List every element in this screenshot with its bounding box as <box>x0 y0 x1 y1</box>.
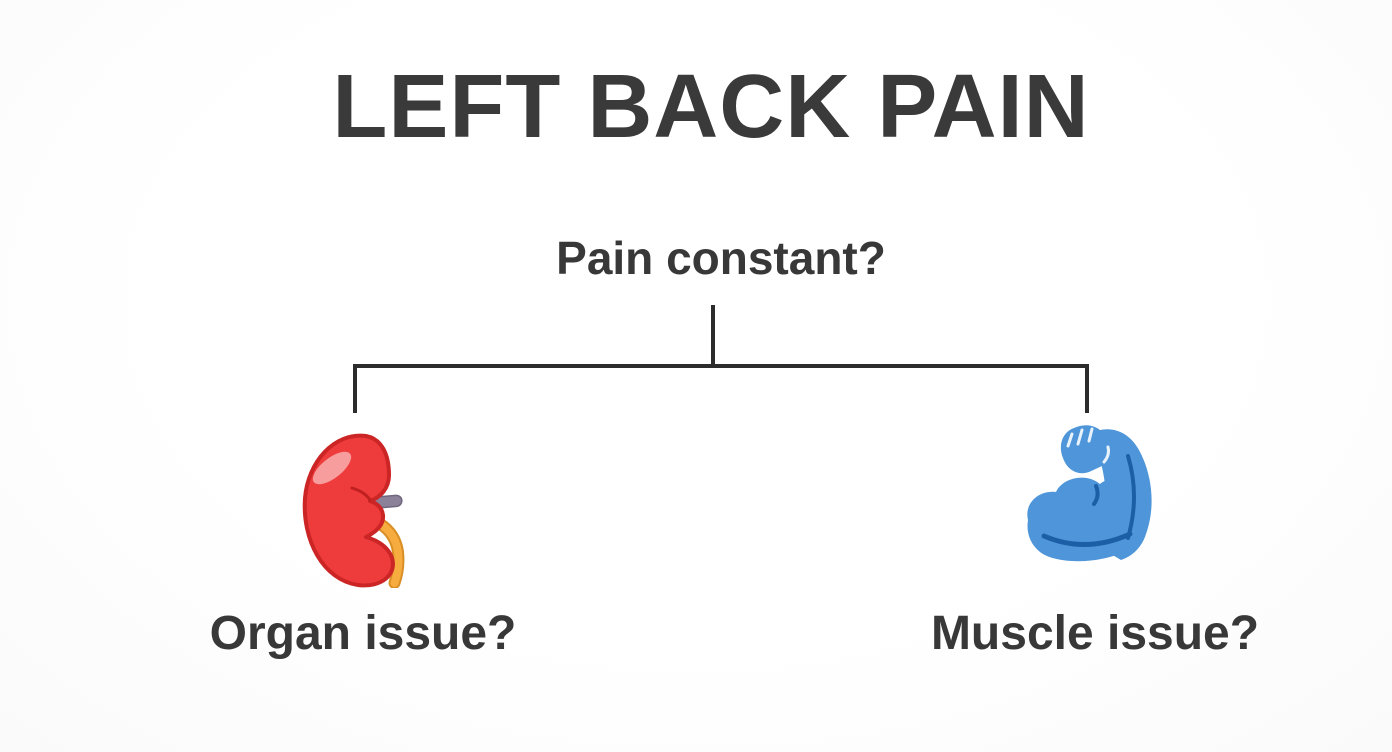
kidney-icon <box>302 433 405 588</box>
connector-crossbar-line <box>353 364 1089 368</box>
page-title: LEFT BACK PAIN <box>332 57 1090 157</box>
flexed-biceps-icon <box>1027 425 1152 562</box>
connector-left-drop-line <box>353 364 357 413</box>
decision-question: Pain constant? <box>556 232 886 284</box>
branch-label-muscle: Muscle issue? <box>930 607 1260 660</box>
connector-stem-line <box>711 305 715 366</box>
connector-right-drop-line <box>1085 364 1089 413</box>
branch-label-organ: Organ issue? <box>209 607 517 660</box>
